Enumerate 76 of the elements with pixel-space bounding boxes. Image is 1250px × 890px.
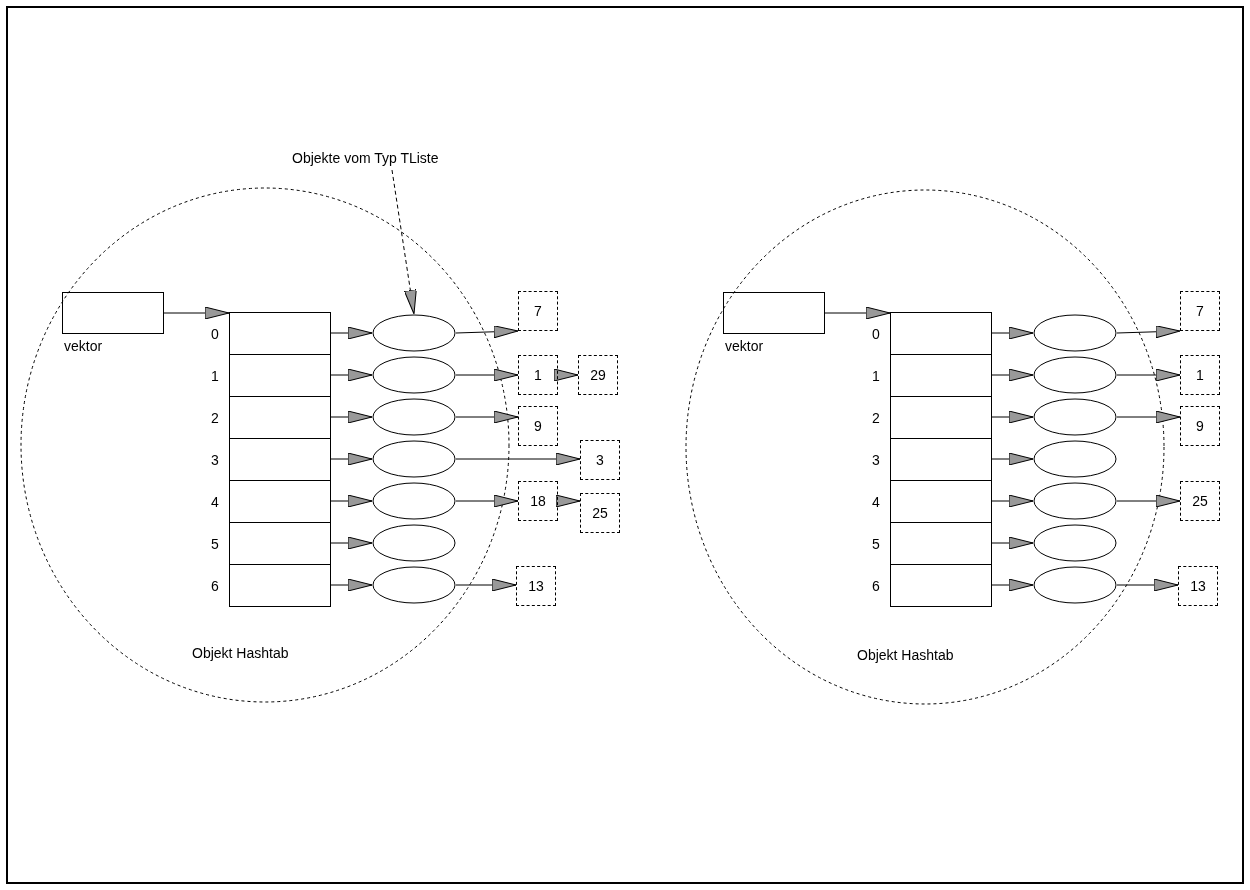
arrow [455, 494, 519, 508]
index-label: 5 [872, 536, 880, 552]
value-box: 25 [580, 493, 620, 533]
list-node-ellipse [1033, 398, 1117, 436]
index-label: 3 [872, 452, 880, 468]
arrow [824, 306, 891, 320]
value-box: 7 [1180, 291, 1220, 331]
arrow [991, 578, 1034, 592]
arrow [1116, 368, 1181, 382]
index-label: 2 [211, 410, 219, 426]
arrow [455, 325, 519, 339]
index-label: 1 [211, 368, 219, 384]
arrow [455, 368, 519, 382]
list-node-ellipse [372, 482, 456, 520]
list-node-ellipse [1033, 356, 1117, 394]
list-node-ellipse [372, 566, 456, 604]
list-node-ellipse [372, 356, 456, 394]
arrow [991, 494, 1034, 508]
arrow [330, 368, 373, 382]
value-box: 13 [516, 566, 556, 606]
arrow [455, 452, 581, 466]
index-label: 2 [872, 410, 880, 426]
arrow [455, 410, 519, 424]
list-node-ellipse [372, 524, 456, 562]
arrow [1116, 325, 1181, 339]
index-label: 1 [872, 368, 880, 384]
list-node-ellipse [372, 398, 456, 436]
arrow [455, 578, 517, 592]
index-label: 4 [872, 494, 880, 510]
arrow [163, 306, 230, 320]
list-node-ellipse [1033, 440, 1117, 478]
index-label: 5 [211, 536, 219, 552]
arrow [1116, 410, 1181, 424]
value-box: 13 [1178, 566, 1218, 606]
arrow [555, 494, 581, 508]
list-node-ellipse [1033, 482, 1117, 520]
leader-arrow [391, 169, 417, 315]
arrow [1116, 494, 1181, 508]
object-label: Objekt Hashtab [192, 645, 289, 661]
arrow [991, 326, 1034, 340]
object-label: Objekt Hashtab [857, 647, 954, 663]
value-box: 18 [518, 481, 558, 521]
list-node-ellipse [372, 440, 456, 478]
arrow [1116, 578, 1179, 592]
list-node-ellipse [1033, 566, 1117, 604]
arrow [330, 494, 373, 508]
value-box: 9 [518, 406, 558, 446]
arrow [330, 536, 373, 550]
value-box: 3 [580, 440, 620, 480]
value-box: 29 [578, 355, 618, 395]
arrow [553, 368, 579, 382]
index-label: 0 [211, 326, 219, 342]
list-node-ellipse [372, 314, 456, 352]
arrow [330, 326, 373, 340]
index-label: 4 [211, 494, 219, 510]
arrow [991, 368, 1034, 382]
index-label: 6 [211, 578, 219, 594]
arrow [991, 536, 1034, 550]
list-node-ellipse [1033, 314, 1117, 352]
arrow [991, 410, 1034, 424]
annotation-text: Objekte vom Typ TListe [292, 150, 439, 166]
value-box: 9 [1180, 406, 1220, 446]
value-box: 7 [518, 291, 558, 331]
arrow [991, 452, 1034, 466]
list-node-ellipse [1033, 524, 1117, 562]
arrow [330, 410, 373, 424]
arrow [330, 578, 373, 592]
index-label: 6 [872, 578, 880, 594]
index-label: 0 [872, 326, 880, 342]
value-box: 1 [1180, 355, 1220, 395]
variable-label: vektor [725, 338, 764, 354]
value-box: 25 [1180, 481, 1220, 521]
index-label: 3 [211, 452, 219, 468]
arrow [330, 452, 373, 466]
value-box: 1 [518, 355, 558, 395]
variable-label: vektor [64, 338, 103, 354]
